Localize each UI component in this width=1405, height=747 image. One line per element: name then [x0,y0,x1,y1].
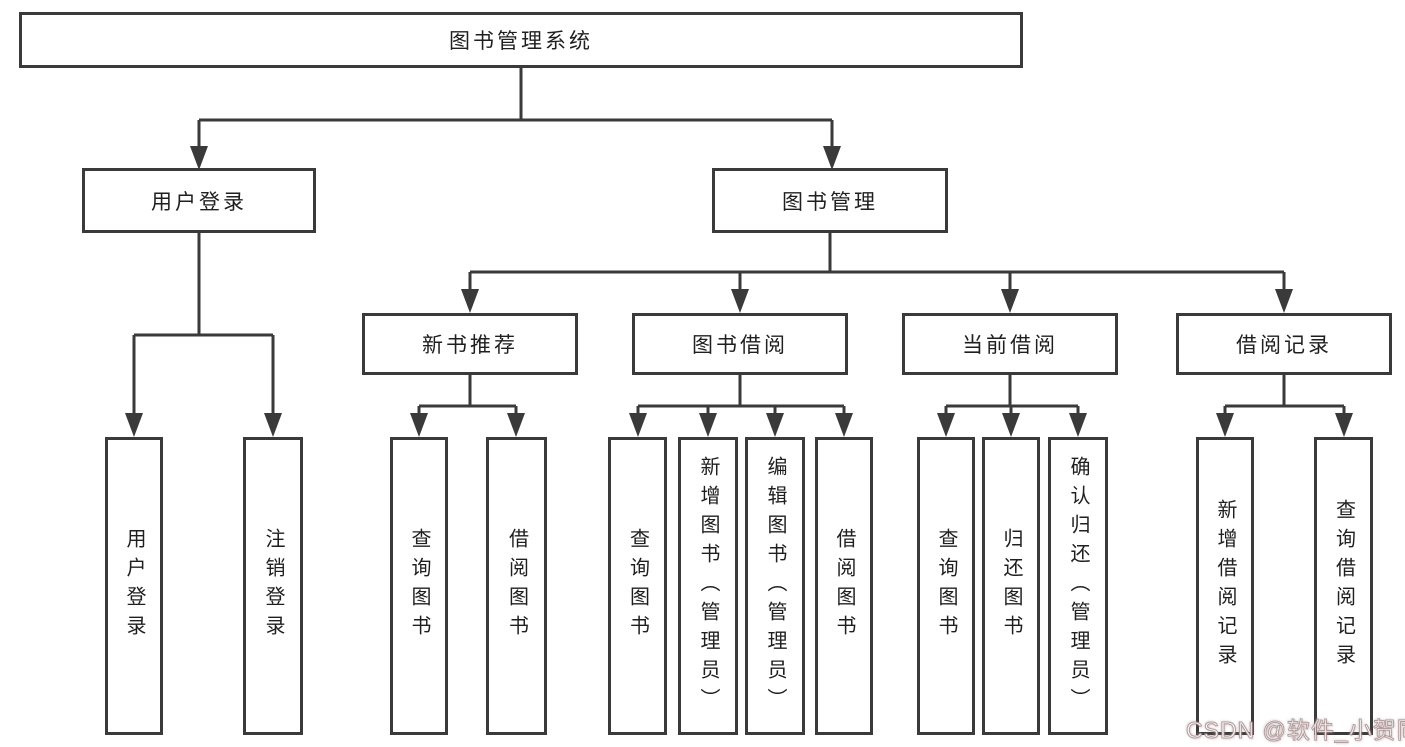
leaf-recommend-query-books: 查询图书 [390,437,448,735]
arrowhead-icon [1275,289,1293,313]
node-root-label: 图书管理系统 [449,30,593,53]
leaf-borrow-books: 借阅图书 [815,437,873,735]
arrowhead-icon [1069,413,1087,437]
arrowhead-icon [835,413,853,437]
leaf-recommend-borrow-books-label: 借阅图书 [505,528,528,644]
leaf-edit-books-admin: 编辑图书（管理员） [745,437,805,735]
arrowhead-icon [461,289,479,313]
leaf-query-borrow-record-label: 查询借阅记录 [1332,499,1355,673]
branch-root [190,68,841,170]
leaf-query-borrow-record: 查询借阅记录 [1314,437,1373,735]
arrowhead-icon [1216,413,1234,437]
arrowhead-icon [1335,413,1353,437]
leaf-borrow-query-books-label: 查询图书 [626,528,649,644]
leaf-recommend-query-books-label: 查询图书 [408,528,430,644]
leaf-user-login-label: 用户登录 [123,528,145,644]
branch-borrow-records [1216,375,1353,437]
node-user-login-label: 用户登录 [151,190,247,214]
leaf-confirm-return-admin-label: 确认归还（管理员） [1067,455,1089,717]
node-book-borrow: 图书借阅 [632,313,848,375]
leaf-recommend-borrow-books: 借阅图书 [486,437,547,735]
arrowhead-icon [937,413,955,437]
node-borrow-records: 借阅记录 [1176,313,1392,375]
node-book-borrow-label: 图书借阅 [692,334,788,357]
leaf-logout-label: 注销登录 [262,528,284,644]
arrowhead-icon [507,413,525,437]
node-borrow-records-label: 借阅记录 [1236,334,1332,357]
leaf-current-query-books-label: 查询图书 [935,528,957,644]
node-user-login: 用户登录 [82,168,316,233]
node-book-management-label: 图书管理 [782,190,878,214]
leaf-borrow-books-label: 借阅图书 [833,528,855,644]
arrowhead-icon [125,413,143,437]
arrowhead-icon [1002,413,1020,437]
leaf-edit-books-admin-label: 编辑图书（管理员） [764,455,786,717]
arrowhead-icon [766,413,784,437]
node-new-book-recommend-label: 新书推荐 [422,334,518,357]
node-new-book-recommend: 新书推荐 [362,313,578,375]
node-current-borrow-label: 当前借阅 [962,334,1058,357]
branch-book-management [461,233,1293,313]
arrowhead-icon [731,289,749,313]
arrowhead-icon [410,413,428,437]
leaf-return-books-label: 归还图书 [1000,528,1022,644]
branch-book-borrow [629,375,853,437]
leaf-logout: 注销登录 [243,437,303,735]
node-root: 图书管理系统 [19,12,1023,68]
leaf-add-books-admin-label: 新增图书（管理员） [697,455,719,717]
leaf-add-borrow-record-label: 新增借阅记录 [1214,499,1236,673]
leaf-user-login: 用户登录 [105,437,163,735]
arrowhead-icon [264,413,282,437]
arrowhead-icon [190,146,208,170]
arrowhead-icon [699,413,717,437]
node-book-management: 图书管理 [712,168,948,233]
leaf-confirm-return-admin: 确认归还（管理员） [1048,437,1108,735]
arrowhead-icon [1001,289,1019,313]
leaf-borrow-query-books: 查询图书 [608,437,667,735]
branch-new-book-recommend [410,375,525,437]
branch-user-login [125,233,282,437]
arrowhead-icon [823,146,841,170]
leaf-add-books-admin: 新增图书（管理员） [678,437,738,735]
leaf-add-borrow-record: 新增借阅记录 [1196,437,1254,735]
leaf-current-query-books: 查询图书 [917,437,975,735]
arrowhead-icon [629,413,647,437]
leaf-return-books: 归还图书 [982,437,1040,735]
branch-current-borrow [937,375,1087,437]
node-current-borrow: 当前借阅 [902,313,1118,375]
